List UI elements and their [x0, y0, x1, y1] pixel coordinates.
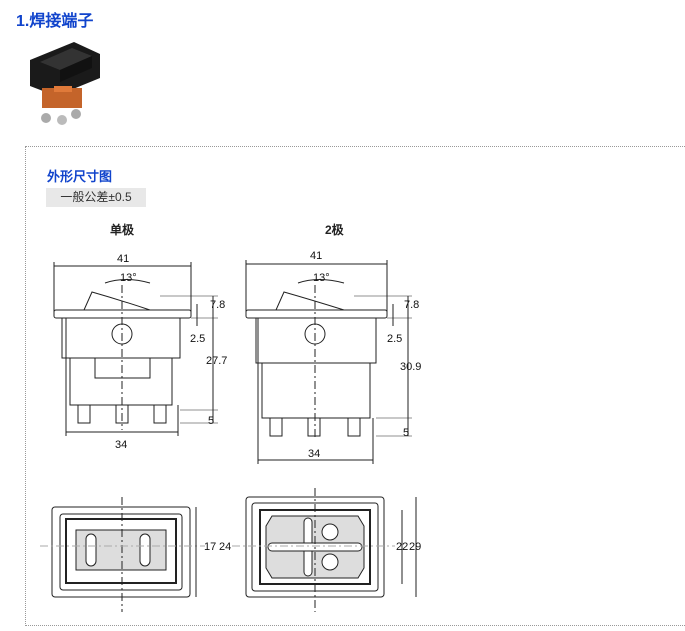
- tolerance-badge: 一般公差±0.5: [46, 188, 146, 207]
- double-terminal: 5: [403, 427, 409, 439]
- double-pole-label: 2极: [325, 223, 344, 237]
- double-pole-front-view: [245, 260, 412, 464]
- dimension-heading: 外形尺寸图: [47, 169, 113, 184]
- double-height-inner: 22: [396, 541, 408, 553]
- double-body-height: 30.9: [400, 361, 421, 373]
- single-pole-front-view: [53, 262, 218, 436]
- single-rocker-height: 7.8: [210, 299, 225, 311]
- single-width-top: 41: [117, 253, 129, 265]
- double-pole-bottom-view: [232, 488, 417, 612]
- single-height-outer: 24: [219, 541, 231, 553]
- single-pole-label: 单极: [110, 223, 135, 237]
- double-rocker-height: 7.8: [404, 299, 419, 311]
- single-pole-bottom-view: [40, 497, 205, 612]
- double-angle: 13°: [313, 272, 330, 284]
- single-width-body: 34: [115, 439, 127, 451]
- double-width-body: 34: [308, 448, 320, 460]
- single-flange: 2.5: [190, 333, 205, 345]
- single-angle: 13°: [120, 272, 137, 284]
- double-width-top: 41: [310, 250, 322, 262]
- double-flange: 2.5: [387, 333, 402, 345]
- section-title: 1.焊接端子: [16, 13, 94, 30]
- single-body-height: 27.7: [206, 355, 227, 367]
- product-photo: [30, 42, 100, 125]
- single-height-inner: 17: [204, 541, 216, 553]
- single-terminal: 5: [208, 415, 214, 427]
- dimension-panel: [25, 146, 685, 626]
- double-height-outer: 29: [409, 541, 421, 553]
